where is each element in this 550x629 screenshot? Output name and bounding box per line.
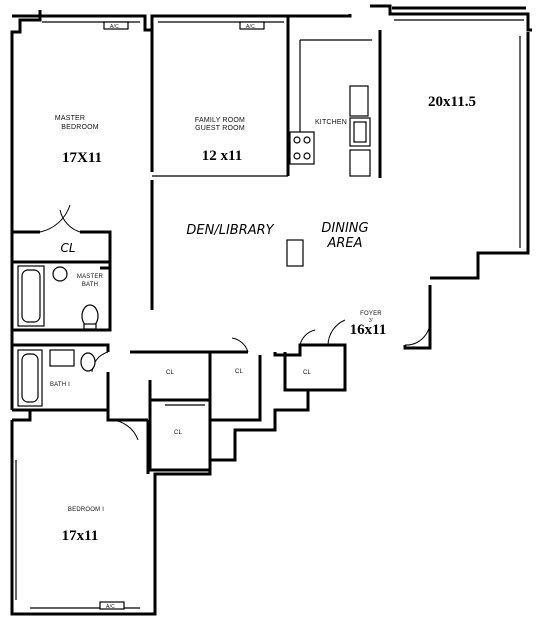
kitchen-sink <box>349 117 371 147</box>
closet-c-label: CL <box>303 370 312 376</box>
bedroom1-size: 17x11 <box>62 528 99 544</box>
master-bedroom-label-2: BEDROOM <box>61 124 99 131</box>
den-library-label: DEN/LIBRARY <box>186 223 274 238</box>
stove <box>289 131 315 165</box>
family-room-label-1: FAMILY ROOM <box>195 117 245 124</box>
bath1-sink <box>49 349 75 367</box>
bath1-toilet <box>80 352 96 372</box>
closet-d-label: CL <box>174 430 183 436</box>
dining-area-label-1: DINING <box>321 221 368 236</box>
master-bath-label-1: MASTER <box>77 274 104 280</box>
interior-walls <box>12 16 382 474</box>
dining-area-label-2: AREA <box>326 236 362 251</box>
ac-unit-master <box>103 21 129 30</box>
ac-label-bedroom1: A/C <box>106 604 115 610</box>
column <box>286 239 304 267</box>
refrigerator <box>349 85 369 117</box>
master-sink <box>52 266 68 282</box>
foyer-size: 16x11 <box>350 322 387 338</box>
master-bath-label-2: BATH <box>82 282 98 288</box>
dishwasher <box>349 149 371 177</box>
ac-label-master: A/C <box>110 24 119 30</box>
bedroom1-label: BEDROOM I <box>68 507 104 513</box>
master-bedroom-size: 17X11 <box>62 150 102 166</box>
foyer-label-2: 3' <box>369 318 373 324</box>
ac-unit-bedroom1 <box>99 601 125 610</box>
foyer-label-1: FOYER <box>360 311 382 317</box>
master-bedroom-label-1: MASTER <box>55 115 85 122</box>
closet-a-label: CL <box>166 370 175 376</box>
living-room-size: 20x11.5 <box>428 94 476 110</box>
master-closet-label: CL <box>60 241 75 255</box>
ac-unit-family <box>239 21 265 30</box>
family-room-size: 12 x11 <box>202 148 242 164</box>
doors <box>39 204 431 441</box>
exterior-walls <box>10 4 532 616</box>
fixtures <box>17 21 371 610</box>
kitchen-label: KITCHEN <box>315 119 347 126</box>
closet-b-label: CL <box>235 369 244 375</box>
ac-label-family: A/C <box>246 24 255 30</box>
bath1-label: BATH I <box>50 382 70 388</box>
family-room-label-2: GUEST ROOM <box>195 125 245 132</box>
windows <box>15 19 524 609</box>
